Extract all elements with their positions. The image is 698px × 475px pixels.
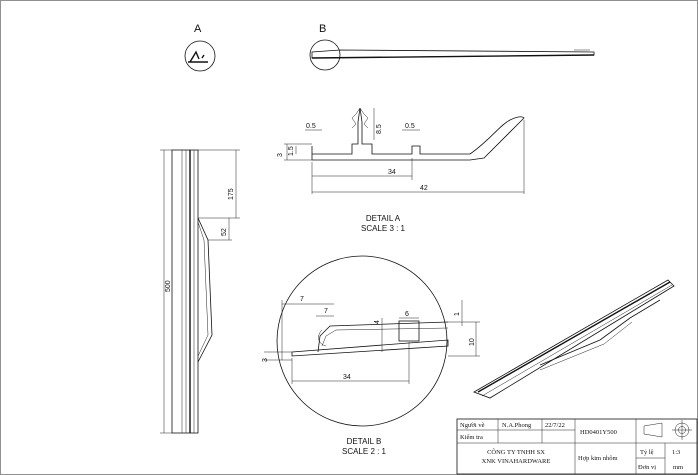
- main-view: 175 52 500: [160, 149, 240, 434]
- tb-checked-label: Kiểm tra: [460, 434, 483, 441]
- detail-a-profile: [311, 107, 525, 161]
- tb-date: 22/7/22: [545, 422, 565, 429]
- detail-b-circle: [276, 255, 448, 427]
- tb-drawn-by: N.A.Phong: [502, 422, 532, 429]
- detail-b-handle-inner: [321, 327, 449, 347]
- tb-company-line2: XNK VINAHARDWARE: [482, 458, 551, 465]
- view-b-bar-edge: [311, 54, 595, 59]
- tb-scale-value: 1:3: [672, 449, 680, 456]
- projection-cone-icon: [643, 422, 663, 438]
- iso-handle-inner: [539, 321, 633, 371]
- dim-b-4: 4: [374, 320, 381, 324]
- tb-company-line1: CÔNG TY TNHH SX: [487, 448, 545, 456]
- detail-b-scale: SCALE 2 : 1: [342, 447, 387, 456]
- view-a-letter: A: [194, 23, 202, 35]
- detail-a-scale: SCALE 3 : 1: [361, 224, 406, 233]
- title-block-frame: [456, 418, 698, 475]
- tb-scale-label: Tỷ lệ: [640, 449, 654, 456]
- view-b: B: [309, 23, 595, 71]
- dim-500: 500: [165, 280, 172, 292]
- iso-bar-top-edge: [477, 281, 671, 393]
- dim-b-6: 6: [405, 311, 409, 318]
- dim-b-7: 7: [324, 308, 328, 315]
- detail-b-handle-top: [317, 321, 449, 353]
- tb-unit-label: Đơn vị: [638, 464, 656, 471]
- dim-a-05-left: 0.5: [306, 123, 316, 130]
- main-handle-inner: [197, 221, 209, 357]
- dim-52: 52: [221, 228, 228, 236]
- tb-unit-value: mm: [673, 464, 683, 471]
- dim-b-7-top: 7: [300, 296, 304, 303]
- dim-175: 175: [228, 188, 235, 200]
- detail-b-title: DETAIL B: [347, 437, 382, 446]
- detail-b: 7 7 4 6 1 10 3 34 DETAIL B SCALE 2 : 1: [262, 255, 480, 456]
- dim-b-3: 3: [262, 358, 269, 362]
- title-block: Người vẽ N.A.Phong 22/7/22 Kiểm tra HD04…: [456, 418, 698, 475]
- view-a-profile: [188, 50, 208, 63]
- dim-a-15: 1.5: [288, 146, 295, 156]
- dim-a-34: 34: [388, 169, 396, 176]
- dim-a-3: 3: [277, 153, 284, 157]
- detail-a-title: DETAIL A: [366, 214, 401, 223]
- dim-a-05-right: 0.5: [405, 123, 415, 130]
- dim-b-34: 34: [343, 374, 351, 381]
- tb-material: Hợp kim nhôm: [578, 455, 618, 462]
- iso-handle: [539, 299, 661, 366]
- dim-b-1: 1: [454, 312, 461, 316]
- detail-b-arc: [318, 329, 327, 347]
- detail-b-slot: [398, 320, 420, 342]
- isometric-view: [473, 279, 675, 399]
- detail-a-teeth: [351, 107, 369, 129]
- view-a-circle: [184, 40, 216, 72]
- iso-bar: [473, 279, 675, 399]
- detail-b-bar: [291, 339, 449, 357]
- main-profile-outer: [171, 149, 199, 434]
- dim-a-85: 8.5: [376, 124, 383, 134]
- view-b-letter: B: [319, 23, 326, 35]
- tb-drawn-by-label: Người vẽ: [460, 422, 485, 429]
- view-a: A: [184, 23, 216, 72]
- dim-a-42: 42: [420, 185, 428, 192]
- main-handle-cutout: [197, 217, 213, 363]
- view-b-circle: [309, 39, 341, 71]
- iso-bar-line: [481, 284, 673, 397]
- dim-b-10: 10: [469, 338, 476, 346]
- detail-a: 0.5 8.5 0.5 3 1.5 34 42 DETAIL A SCALE 3…: [277, 107, 525, 233]
- tb-part-number: HD0401Y500: [580, 429, 617, 436]
